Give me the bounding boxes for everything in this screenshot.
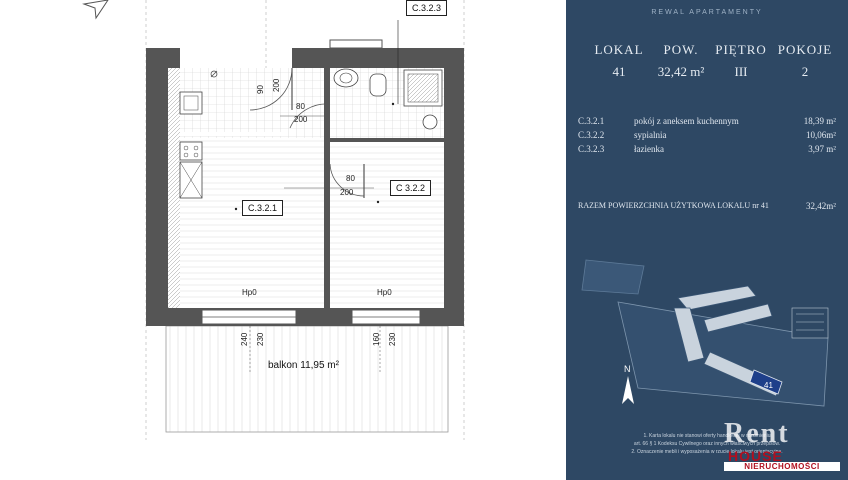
balcony-dim-230-left: 230 — [256, 332, 265, 346]
total-area-row: RAZEM POWIERZCHNIA UŻYTKOWA LOKALU nr 41… — [578, 201, 836, 211]
balcony-dim-160: 160 — [372, 332, 381, 346]
room-area: 3,97 m² — [808, 144, 836, 154]
column-value: 41 — [612, 64, 626, 79]
dim-80-bath: 80 — [296, 102, 305, 111]
total-area-value: 32,42m² — [806, 201, 836, 211]
room-code: C.3.2.2 — [578, 130, 605, 140]
column-value: 32,42 m² — [657, 64, 705, 79]
total-area-label: RAZEM POWIERZCHNIA UŻYTKOWA LOKALU nr 41 — [578, 201, 769, 210]
info-panel: REWAL APARTAMENTY LOKAL 41 POW. 32,42 m²… — [566, 0, 848, 480]
logo-rent: Rent — [724, 418, 790, 449]
column-pietro: PIĘTRO III — [706, 42, 776, 80]
hp-left: Hp0 — [242, 288, 257, 297]
room-name: sypialnia — [634, 130, 667, 140]
compass-arrow-icon — [82, 0, 109, 20]
room-code: C.3.2.3 — [578, 144, 605, 154]
balcony-dim-240: 240 — [240, 332, 249, 346]
room-area: 10,06m² — [806, 130, 836, 140]
hp-right: Hp0 — [377, 288, 392, 297]
dim-200-bed: 200 — [340, 188, 354, 197]
dim-80-bed: 80 — [346, 174, 355, 183]
room-label-bathroom: C.3.2.3 — [406, 0, 448, 16]
column-header: LOKAL — [594, 42, 644, 57]
floor-plan-drawing — [82, 0, 465, 440]
column-header: POKOJE — [777, 42, 833, 57]
column-pow: POW. 32,42 m² — [646, 42, 716, 80]
north-label: N — [624, 364, 631, 374]
list-item: C.3.2.2 sypialnia 10,06m² — [578, 130, 836, 140]
room-label-living: C.3.2.1 — [242, 200, 284, 216]
column-value: III — [734, 64, 748, 79]
room-list: C.3.2.1 pokój z aneksem kuchennym 18,39 … — [578, 116, 836, 158]
balcony-dim-230-right: 230 — [388, 332, 397, 346]
room-code: C.3.2.1 — [578, 116, 605, 126]
note-line: 2. Oznaczenie mebli i wyposażenia w rzuc… — [631, 449, 783, 455]
logo-subtitle: NIERUCHOMOŚCI — [724, 462, 840, 471]
note-line: 1. Karta lokalu nie stanowi oferty handl… — [643, 433, 771, 439]
dim-200-bath: 200 — [294, 115, 308, 124]
column-value: 2 — [801, 64, 809, 79]
balcony-label: balkon 11,95 m² — [268, 360, 339, 371]
rent-house-logo: Rent HOUSE NIERUCHOMOŚCI — [718, 418, 840, 471]
note-line: art. 66 § 1 Kodeksu Cywilnego oraz innyc… — [633, 441, 781, 447]
site-map: 41 N — [581, 259, 829, 407]
logo-house: HOUSE — [728, 448, 783, 464]
column-header: PIĘTRO — [715, 42, 767, 57]
room-name: łazienka — [634, 144, 664, 154]
notes: 1. Karta lokalu nie stanowi oferty handl… — [566, 432, 848, 456]
map-unit-label: 41 — [764, 381, 773, 390]
column-lokal: LOKAL 41 — [584, 42, 654, 80]
room-area: 18,39 m² — [803, 116, 836, 126]
room-label-bedroom: C 3.2.2 — [390, 180, 432, 196]
column-header: POW. — [663, 42, 699, 57]
column-pokoje: POKOJE 2 — [770, 42, 840, 80]
dim-200-entry: 200 — [272, 78, 281, 92]
list-item: C.3.2.3 łazienka 3,97 m² — [578, 144, 836, 154]
list-item: C.3.2.1 pokój z aneksem kuchennym 18,39 … — [578, 116, 836, 126]
floor-plan: C.3.2.3 C.3.2.1 C 3.2.2 90 200 80 200 80… — [82, 0, 465, 440]
brand-name: REWAL APARTAMENTY — [651, 9, 763, 16]
dim-90: 90 — [256, 85, 265, 94]
room-name: pokój z aneksem kuchennym — [634, 116, 739, 126]
north-arrow-icon — [622, 376, 634, 404]
